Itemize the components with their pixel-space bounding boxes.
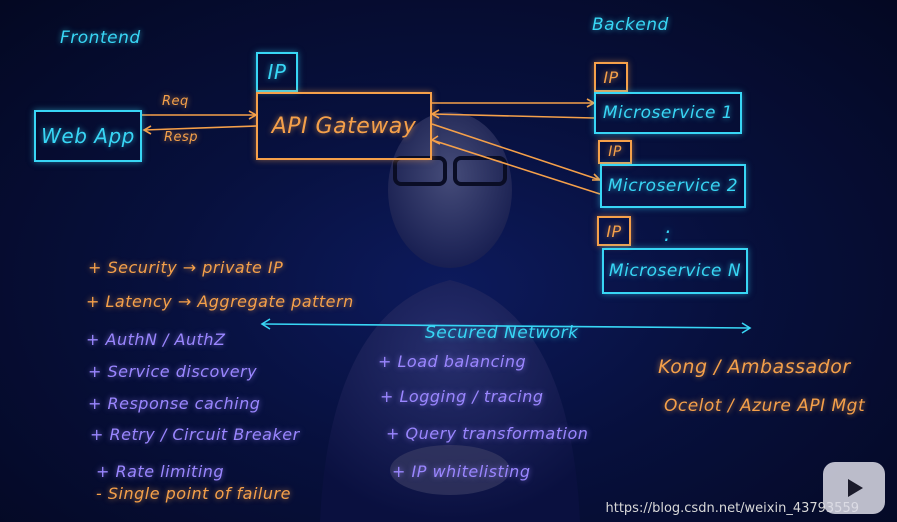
product-kong-ambassador: Kong / Ambassador: [658, 356, 851, 378]
ms1-ip-label: IP: [603, 67, 619, 87]
ms2-ip-label: IP: [608, 144, 622, 160]
microservice-2-box: Microservice 2: [600, 164, 746, 208]
pro-query-transformation: + Query transformation: [386, 424, 589, 443]
secured-network-label: Secured Network: [425, 323, 579, 343]
pro-logging-tracing: + Logging / tracing: [380, 387, 544, 406]
pro-retry-circuit-breaker: + Retry / Circuit Breaker: [90, 425, 300, 444]
product-ocelot-azure: Ocelot / Azure API Mgt: [664, 396, 866, 416]
microservice-n-label: Microservice N: [608, 261, 742, 281]
resp-label: Resp: [164, 130, 199, 145]
microservice-1-label: Microservice 1: [602, 103, 734, 123]
ms1-ip-tag: IP: [594, 62, 628, 92]
web-app-box: Web App: [34, 110, 142, 162]
gateway-ip-label: IP: [267, 60, 287, 84]
presenter-silhouette: [320, 112, 580, 522]
pro-rate-limiting: + Rate limiting: [96, 462, 225, 481]
frontend-heading: Frontend: [60, 28, 141, 48]
con-single-point-of-failure: - Single point of failure: [96, 484, 291, 503]
secured-network-arrow: [260, 318, 752, 334]
pro-security: + Security → private IP: [88, 258, 284, 277]
msn-ip-tag: IP: [597, 216, 631, 246]
play-icon: [848, 479, 863, 497]
ms2-ip-tag: IP: [598, 140, 632, 164]
microservice-1-box: Microservice 1: [594, 92, 742, 134]
gw-ms2-line: [431, 123, 601, 181]
pro-latency: + Latency → Aggregate pattern: [86, 292, 354, 311]
api-gateway-label: API Gateway: [271, 113, 417, 139]
pro-auth: + AuthN / AuthZ: [86, 330, 226, 349]
web-app-label: Web App: [41, 124, 135, 148]
gateway-ip-tag: IP: [256, 52, 298, 92]
msn-ip-label: IP: [606, 221, 622, 241]
play-badge: [823, 462, 885, 514]
backend-heading: Backend: [592, 15, 669, 35]
microservice-2-label: Microservice 2: [607, 176, 739, 196]
resp-arrow-line: [143, 125, 257, 131]
pro-load-balancing: + Load balancing: [378, 352, 527, 371]
source-watermark: https://blog.csdn.net/weixin_43793559: [605, 501, 859, 516]
api-gateway-box: API Gateway: [256, 92, 432, 160]
req-label: Req: [162, 94, 189, 109]
pro-ip-whitelisting: + IP whitelisting: [392, 462, 531, 481]
microservice-n-box: Microservice N: [602, 248, 748, 294]
pro-service-discovery: + Service discovery: [88, 362, 258, 381]
more-services-dots: :: [664, 222, 672, 246]
pro-response-caching: + Response caching: [88, 394, 261, 413]
